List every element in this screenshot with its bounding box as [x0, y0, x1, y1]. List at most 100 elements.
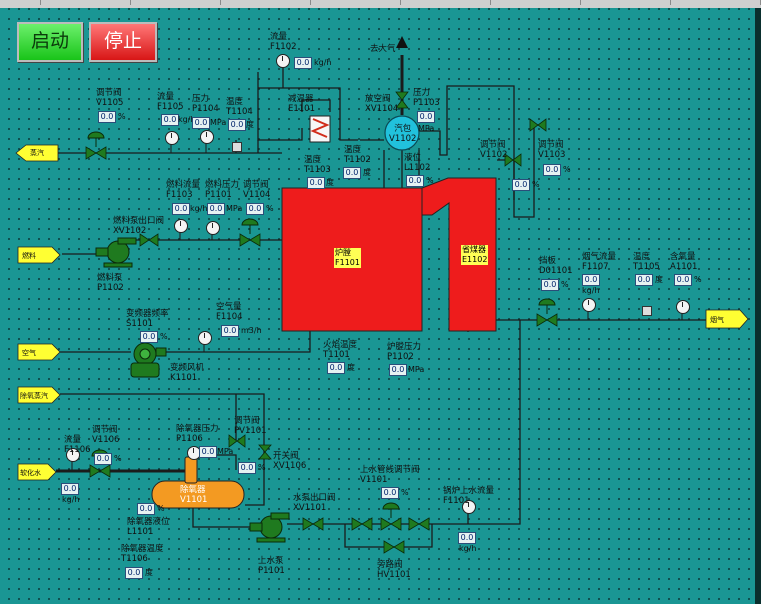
boiler-feed-flow-unit: kg/h — [459, 544, 477, 553]
flow-meter-icon[interactable] — [174, 219, 188, 233]
reg-V1106-unit: % — [114, 454, 122, 463]
fuel-flow-unit: kg/h — [190, 204, 208, 213]
reg-PV1101-value: 0.0 — [238, 462, 256, 474]
flame-temp-value: 0.0 — [327, 362, 345, 374]
deaerator-temp-unit: 度 — [145, 568, 153, 577]
ruler-tick — [670, 0, 671, 5]
temp-T1102-value: 0.0 — [343, 167, 361, 179]
reg-V1102-unit: % — [532, 180, 540, 189]
reg-V1105-value: 0.0 — [98, 111, 116, 123]
deaerator-temp-value: 0.0 — [125, 567, 143, 579]
deaerator-steam-label: 除氧蒸汽 — [20, 392, 48, 400]
flow-meter-icon[interactable] — [582, 298, 596, 312]
reg-V1104-value: 0.0 — [246, 203, 264, 215]
flow-F1106-value: 0.0 — [61, 483, 79, 495]
flow-meter-icon[interactable] — [66, 448, 80, 462]
ruler-tick — [220, 0, 221, 5]
ruler-tick — [40, 0, 41, 5]
pressure-gauge-icon[interactable] — [206, 221, 220, 235]
o2-unit: % — [694, 275, 702, 284]
damper-unit: % — [561, 280, 569, 289]
flow-meter-icon[interactable] — [276, 54, 290, 68]
reg-V1104-unit: % — [266, 204, 274, 213]
furnace-pressure-value: 0.0 — [389, 364, 407, 376]
flow-meter-icon[interactable] — [198, 331, 212, 345]
reg-V1106-value: 0.0 — [94, 453, 112, 465]
ruler-tick — [310, 0, 311, 5]
reg-V1103-unit: % — [563, 165, 571, 174]
fuel-pump-shape — [95, 237, 137, 268]
fuel-pressure-unit: MPa — [226, 204, 243, 213]
softened-water-label: 软化水 — [20, 469, 41, 477]
pressure-P1104-unit: MPa — [210, 118, 227, 127]
analyzer-icon[interactable] — [676, 300, 690, 314]
reg-V1103-value: 0.0 — [543, 164, 561, 176]
flow-F1102-unit: kg/h — [314, 58, 332, 67]
fuel-pressure-value: 0.0 — [207, 203, 225, 215]
steam-out-label: 蒸汽 — [30, 149, 44, 157]
boiler-feed-flow-value: 0.0 — [458, 532, 476, 544]
temp-T1104-unit: 度 — [246, 120, 254, 129]
flow-meter-icon[interactable] — [462, 500, 476, 514]
temp-T1103-unit: 度 — [326, 178, 334, 187]
inverter-freq-unit: % — [160, 332, 168, 341]
flow-meter-icon[interactable] — [165, 131, 179, 145]
start-button[interactable]: 启动 — [17, 22, 83, 62]
level-L1102-value: 0.0 — [406, 175, 424, 187]
furnace-pressure-unit: MPa — [408, 365, 425, 374]
deaerator-pressure-value: 0.0 — [199, 446, 217, 458]
reg-V1102-value: 0.0 — [512, 179, 530, 191]
level-L1102-unit: % — [426, 176, 434, 185]
flame-temp-unit: 度 — [347, 363, 355, 372]
air-flow-value: 0.0 — [221, 325, 239, 337]
deaerator-level-value: 0.0 — [137, 503, 155, 515]
temperature-sensor-icon[interactable] — [232, 142, 242, 152]
flue-temp-value: 0.0 — [635, 274, 653, 286]
inverter-freq-value: 0.0 — [140, 331, 158, 343]
air-label: 空气 — [22, 349, 36, 357]
stop-button[interactable]: 停止 — [89, 22, 157, 62]
fuel-flow-value: 0.0 — [172, 203, 190, 215]
air-flow-unit: m3/h — [241, 326, 262, 335]
pressure-gauge-icon[interactable] — [200, 130, 214, 144]
pressure-P1104-value: 0.0 — [192, 117, 210, 129]
deaerator-level-unit: % — [157, 504, 165, 513]
damper-value: 0.0 — [541, 279, 559, 291]
deaerator-pressure-unit: MPa — [217, 447, 234, 456]
ruler-tick — [490, 0, 491, 5]
ruler-tick — [130, 0, 131, 5]
water-reg-value: 0.0 — [381, 487, 399, 499]
water-reg-unit: % — [401, 488, 409, 497]
temperature-sensor-icon[interactable] — [642, 306, 652, 316]
temp-T1102-unit: 度 — [363, 168, 371, 177]
reg-V1105-unit: % — [118, 112, 126, 121]
ruler-tick — [400, 0, 401, 5]
flow-F1105-value: 0.0 — [161, 114, 179, 126]
o2-value: 0.0 — [674, 274, 692, 286]
